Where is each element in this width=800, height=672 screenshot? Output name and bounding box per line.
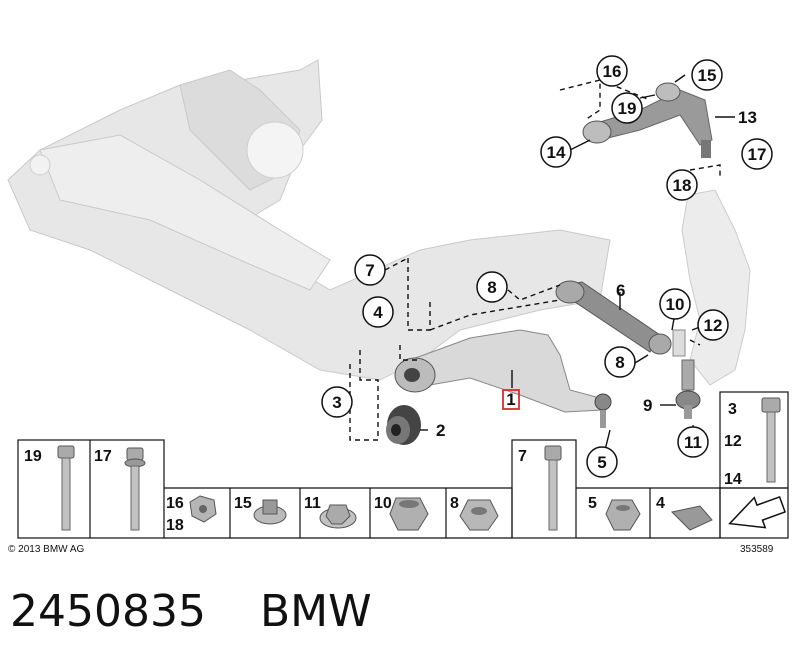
lower-wishbone bbox=[394, 329, 612, 428]
callout-12: 12 bbox=[697, 309, 729, 341]
bolt-7 bbox=[544, 445, 562, 531]
nut-5 bbox=[605, 499, 641, 531]
nut-8 bbox=[459, 499, 499, 531]
hardware-table bbox=[17, 391, 789, 539]
bolt-3 bbox=[761, 397, 781, 483]
callout-10: 10 bbox=[659, 288, 691, 320]
tension-strut bbox=[555, 280, 686, 357]
callout-8-upper: 8 bbox=[476, 271, 508, 303]
steering-knuckle bbox=[681, 189, 751, 386]
cell-label-12: 12 bbox=[724, 433, 742, 450]
svg-text:19: 19 bbox=[618, 99, 637, 118]
callout-19: 19 bbox=[611, 92, 643, 124]
cell-label-14: 14 bbox=[724, 471, 742, 488]
callout-4: 4 bbox=[362, 296, 394, 328]
svg-text:4: 4 bbox=[373, 303, 383, 322]
svg-text:8: 8 bbox=[615, 353, 624, 372]
callouts: 7 4 3 8 8 10 12 11 5 16 15 19 14 17 18 bbox=[321, 55, 773, 478]
caption: 2450835 BMW bbox=[10, 586, 790, 646]
label-2: 2 bbox=[436, 421, 445, 440]
cell-label-5: 5 bbox=[588, 495, 597, 512]
callout-5: 5 bbox=[586, 446, 618, 478]
cell-label-18: 18 bbox=[166, 517, 184, 534]
copyright-text: © 2013 BMW AG bbox=[8, 544, 85, 555]
callout-14: 14 bbox=[540, 136, 572, 168]
callout-18: 18 bbox=[666, 169, 698, 201]
cell-label-19: 19 bbox=[24, 448, 42, 465]
svg-text:10: 10 bbox=[666, 295, 685, 314]
rubber-mount bbox=[386, 405, 421, 445]
upper-control-arm bbox=[582, 82, 713, 158]
cell-label-3: 3 bbox=[728, 401, 737, 418]
cell-label-17: 17 bbox=[94, 448, 112, 465]
svg-text:11: 11 bbox=[684, 433, 702, 452]
dashed-leaders bbox=[349, 79, 721, 441]
svg-text:3: 3 bbox=[332, 393, 341, 412]
cell-label-15: 15 bbox=[234, 495, 252, 512]
svg-text:14: 14 bbox=[547, 143, 566, 162]
callout-16: 16 bbox=[596, 55, 628, 87]
svg-text:17: 17 bbox=[748, 145, 767, 164]
callout-11: 11 bbox=[677, 426, 709, 458]
svg-text:16: 16 bbox=[603, 62, 622, 81]
cell-label-8: 8 bbox=[450, 495, 459, 512]
nut-16 bbox=[189, 495, 217, 523]
brand-name: BMW bbox=[259, 586, 372, 637]
cell-label-7: 7 bbox=[518, 448, 527, 465]
svg-text:12: 12 bbox=[704, 316, 723, 335]
front-axle-subframe bbox=[7, 59, 611, 381]
parts-diagram: 7 4 3 8 8 10 12 11 5 16 15 19 14 17 18 2… bbox=[7, 55, 789, 555]
svg-text:15: 15 bbox=[698, 66, 717, 85]
ball-joint bbox=[675, 359, 701, 419]
svg-text:5: 5 bbox=[597, 453, 606, 472]
callout-7: 7 bbox=[354, 254, 386, 286]
cell-label-11: 11 bbox=[304, 495, 321, 512]
bolt-19 bbox=[57, 445, 75, 531]
label-9: 9 bbox=[643, 396, 652, 415]
nut-11 bbox=[319, 504, 357, 529]
clip-4 bbox=[670, 505, 713, 531]
label-6: 6 bbox=[616, 281, 625, 300]
nut-10 bbox=[389, 497, 429, 531]
cell-label-10: 10 bbox=[374, 495, 392, 512]
reference-number: 353589 bbox=[740, 544, 774, 555]
callout-17: 17 bbox=[741, 138, 773, 170]
callout-8-lower: 8 bbox=[604, 346, 636, 378]
callout-3: 3 bbox=[321, 386, 353, 418]
cell-label-16: 16 bbox=[166, 495, 184, 512]
arrow-icon bbox=[728, 495, 787, 529]
bolt-17 bbox=[124, 447, 146, 531]
cell-label-4: 4 bbox=[656, 495, 665, 512]
svg-text:7: 7 bbox=[365, 261, 374, 280]
label-13: 13 bbox=[738, 108, 757, 127]
svg-text:8: 8 bbox=[487, 278, 496, 297]
callout-15: 15 bbox=[691, 59, 723, 91]
part-number: 2450835 bbox=[10, 586, 206, 637]
highlighted-part-label: 1 bbox=[502, 389, 520, 410]
svg-text:18: 18 bbox=[673, 176, 692, 195]
nut-15 bbox=[253, 499, 287, 525]
svg-text:1: 1 bbox=[506, 390, 515, 409]
